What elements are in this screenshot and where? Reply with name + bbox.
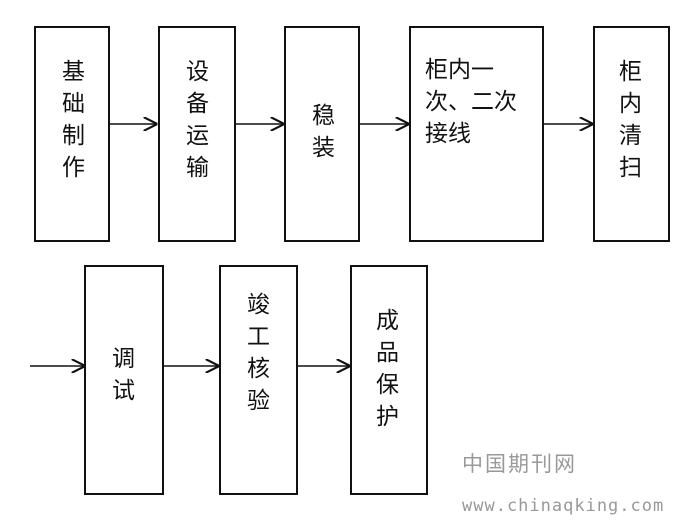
step-label-clean: 柜 内 清 扫 — [619, 59, 642, 181]
step-label-install: 稳 装 — [312, 103, 335, 161]
step-box-install: 稳 装 — [284, 26, 360, 242]
step-box-transport: 设 备 运 输 — [158, 26, 236, 242]
watermark-site-name: 中国期刊网 — [462, 452, 577, 476]
step-box-acceptance: 竣 工 核 验 — [219, 265, 298, 495]
step-label-protect: 成 品 保 护 — [376, 308, 399, 430]
step-box-wiring: 柜内一 次、二次 接线 — [409, 26, 544, 242]
step-box-clean: 柜 内 清 扫 — [593, 26, 670, 242]
watermark-url: www.chinaqking.com — [462, 496, 665, 516]
step-label-foundation: 基 础 制 作 — [62, 59, 85, 181]
step-box-protect: 成 品 保 护 — [350, 265, 428, 495]
step-box-foundation: 基 础 制 作 — [34, 26, 110, 242]
step-label-debug: 调 试 — [112, 346, 135, 404]
step-label-acceptance: 竣 工 核 验 — [247, 292, 270, 414]
step-label-transport: 设 备 运 输 — [186, 59, 209, 181]
step-label-wiring: 柜内一 次、二次 接线 — [425, 57, 517, 147]
step-box-debug: 调 试 — [84, 265, 164, 495]
